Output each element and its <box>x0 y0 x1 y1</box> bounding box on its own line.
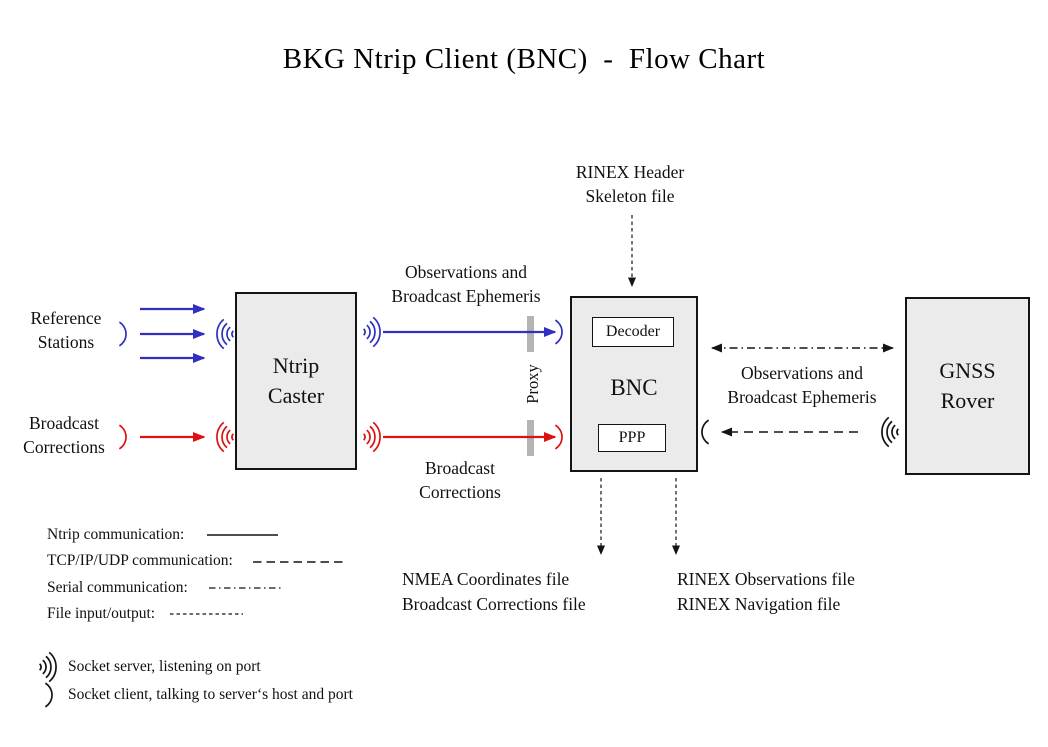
legend-ntrip-label: Ntrip communication: <box>47 526 185 543</box>
label-line: Observations and <box>405 262 527 282</box>
label-line: Corrections <box>23 437 105 457</box>
page-title: BKG Ntrip Client (BNC) - Flow Chart <box>282 43 766 75</box>
legend-socket-server-icon <box>38 651 57 683</box>
label-line: RINEX Header <box>575 162 685 182</box>
label-line: Broadcast <box>425 458 495 478</box>
label-line: Skeleton file <box>585 186 675 206</box>
ntrip-caster-label-line1: Ntrip <box>272 353 320 378</box>
legend-socket-client-icon <box>44 682 53 708</box>
label-line: Broadcast <box>29 413 99 433</box>
socket-server-caster-left-obs-icon <box>216 318 235 350</box>
label-broadcast-corrections-mid: Broadcast Corrections <box>384 456 536 504</box>
legend-serial-label: Serial communication: <box>47 579 188 596</box>
label-line: Observations and <box>741 363 863 383</box>
node-gnss-rover: GNSS Rover <box>905 297 1030 475</box>
legend-socket-server-label: Socket server, listening on port <box>68 658 261 675</box>
socket-server-caster-right-corr-icon <box>362 421 381 453</box>
socket-client-bnc-obs-icon <box>554 319 563 345</box>
node-ppp: PPP <box>598 424 666 452</box>
label-line: Corrections <box>419 482 501 502</box>
bnc-label: BNC <box>610 375 658 400</box>
socket-server-caster-left-corr-icon <box>216 421 235 453</box>
label-rinex-output-files: RINEX Observations file RINEX Navigation… <box>677 567 855 617</box>
label-line: Stations <box>37 332 95 352</box>
socket-server-rover-icon <box>881 416 900 448</box>
reference-station-arrows <box>140 304 206 363</box>
label-broadcast-corrections-in: Broadcast Corrections <box>2 411 126 459</box>
node-decoder: Decoder <box>592 317 674 347</box>
node-bnc: Decoder BNC PPP <box>570 296 698 472</box>
socket-client-bnc-corr-icon <box>554 424 563 450</box>
ppp-label: PPP <box>618 429 646 446</box>
label-nmea-output-files: NMEA Coordinates file Broadcast Correcti… <box>402 567 586 617</box>
label-reference-stations: Reference Stations <box>4 306 128 354</box>
socket-server-caster-right-obs-icon <box>362 316 381 348</box>
socket-client-bnc-rover-icon <box>701 419 710 445</box>
legend-file-label: File input/output: <box>47 605 156 622</box>
label-observations-ephemeris-rover: Observations and Broadcast Ephemeris <box>702 361 902 409</box>
label-line: Broadcast Corrections file <box>402 594 586 614</box>
label-line: NMEA Coordinates file <box>402 569 570 589</box>
label-line: RINEX Observations file <box>677 569 855 589</box>
proxy-bar-top <box>527 316 534 352</box>
node-ntrip-caster: Ntrip Caster <box>235 292 357 470</box>
gnss-rover-label-line1: GNSS <box>939 358 996 383</box>
label-line: Reference <box>30 308 102 328</box>
ntrip-caster-label-line2: Caster <box>267 383 325 408</box>
label-line: RINEX Navigation file <box>677 594 841 614</box>
label-line: Broadcast Ephemeris <box>727 387 877 407</box>
label-line: Broadcast Ephemeris <box>391 286 541 306</box>
legend-tcp-label: TCP/IP/UDP communication: <box>47 552 233 569</box>
label-observations-ephemeris-caster: Observations and Broadcast Ephemeris <box>366 260 566 308</box>
legend-socket-client-label: Socket client, talking to server‘s host … <box>68 686 353 703</box>
proxy-bar-bottom <box>527 420 534 456</box>
gnss-rover-label-line2: Rover <box>940 388 995 413</box>
label-proxy: Proxy <box>523 364 542 404</box>
decoder-label: Decoder <box>605 323 661 340</box>
label-rinex-header-skeleton: RINEX Header Skeleton file <box>530 160 730 208</box>
